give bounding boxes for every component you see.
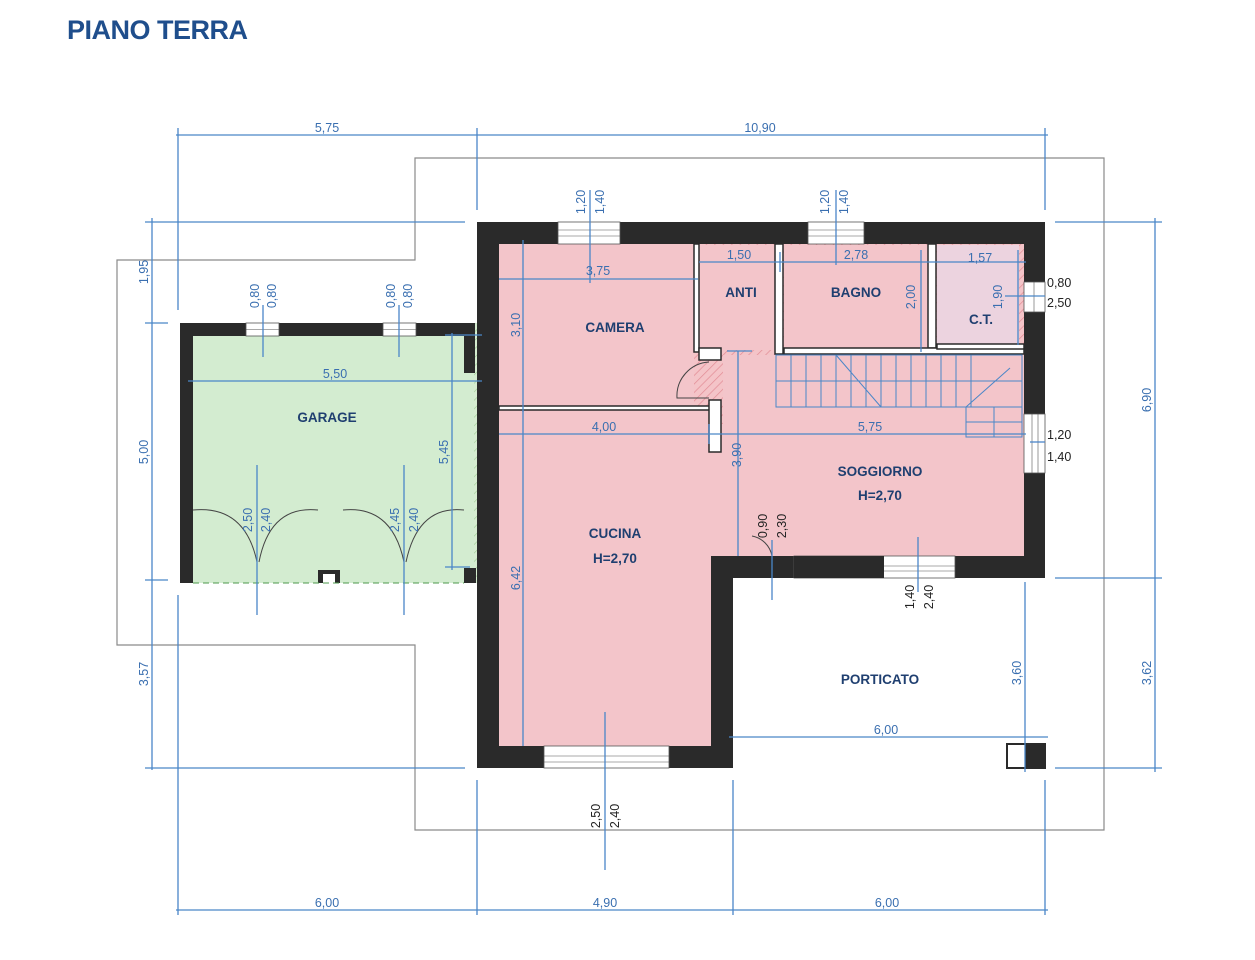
dim-bottom-right: 6,00 xyxy=(875,896,899,910)
dim-anti-width: 1,50 xyxy=(727,248,751,262)
window-soggiorno-east xyxy=(1023,413,1046,474)
dim-porticato-width: 6,00 xyxy=(874,723,898,737)
room-label-soggiorno-height: H=2,70 xyxy=(858,488,902,503)
dim-bottom-mid: 4,90 xyxy=(593,896,617,910)
dim-soggiorno-depth: 3,90 xyxy=(730,443,744,467)
dim-ct-win-a: 0,80 xyxy=(1047,276,1071,290)
dim-garage-door1-b: 2,40 xyxy=(259,508,273,532)
dim-garage-width: 5,50 xyxy=(323,367,347,381)
dimension-labels: 5,75 10,90 6,00 4,90 6,00 1,95 5,00 3,57… xyxy=(137,121,1154,910)
room-label-cucina: CUCINA xyxy=(589,526,642,541)
dimension-lines xyxy=(145,128,1162,915)
dim-cucina-depth: 6,42 xyxy=(509,566,523,590)
dim-door-a: 0,90 xyxy=(756,514,770,538)
dim-garage-win1-b: 0,80 xyxy=(265,284,279,308)
roof-outline xyxy=(116,157,1105,831)
dim-ct-width: 1,57 xyxy=(968,251,992,265)
dim-cucina-south-a: 2,50 xyxy=(589,804,603,828)
dim-porticato-depth: 3,60 xyxy=(1010,661,1024,685)
dim-soggiorno-win-a: 1,20 xyxy=(1047,428,1071,442)
dim-bottom-left: 6,00 xyxy=(315,896,339,910)
dim-bagno-depth: 2,00 xyxy=(904,285,918,309)
dim-door-b: 2,30 xyxy=(775,514,789,538)
room-label-camera: CAMERA xyxy=(585,320,644,335)
dim-bagno-win-b: 1,40 xyxy=(837,190,851,214)
dim-garage-door2-b: 2,40 xyxy=(407,508,421,532)
garage-block xyxy=(180,322,486,584)
dim-camera-depth: 3,10 xyxy=(509,313,523,337)
dim-camera-win-b: 1,40 xyxy=(593,190,607,214)
dim-right-bottom: 3,62 xyxy=(1140,661,1154,685)
dim-camera-win-a: 1,20 xyxy=(574,190,588,214)
dim-garage-win1-a: 0,80 xyxy=(248,284,262,308)
dim-left-mid: 5,00 xyxy=(137,440,151,464)
dim-cucina-width: 4,00 xyxy=(592,420,616,434)
dim-soggiorno-width: 5,75 xyxy=(858,420,882,434)
dim-bagno-width: 2,78 xyxy=(844,248,868,262)
window-camera xyxy=(557,221,621,245)
dim-right-top: 6,90 xyxy=(1140,388,1154,412)
dim-camera-width: 3,75 xyxy=(586,264,610,278)
dim-soggiorno-south-a: 1,40 xyxy=(903,585,917,609)
door-cucina xyxy=(676,361,710,399)
dim-garage-door2-a: 2,45 xyxy=(388,508,402,532)
dim-garage-depth: 5,45 xyxy=(437,440,451,464)
dim-soggiorno-win-b: 1,40 xyxy=(1047,450,1071,464)
dim-top-right: 10,90 xyxy=(744,121,775,135)
dim-bagno-win-a: 1,20 xyxy=(818,190,832,214)
dim-soggiorno-south-b: 2,40 xyxy=(922,585,936,609)
dim-garage-door1-a: 2,50 xyxy=(241,508,255,532)
room-label-ct: C.T. xyxy=(969,312,993,327)
dim-left-bottom: 3,57 xyxy=(137,662,151,686)
room-labels: GARAGE CAMERA ANTI BAGNO C.T. CUCINA H=2… xyxy=(297,285,993,687)
dim-top-left: 5,75 xyxy=(315,121,339,135)
page-title: PIANO TERRA xyxy=(67,15,248,45)
room-label-soggiorno: SOGGIORNO xyxy=(838,464,923,479)
window-ct xyxy=(1023,281,1046,313)
window-soggiorno-south xyxy=(793,555,956,579)
dim-ct-depth: 1,90 xyxy=(991,285,1005,309)
room-label-bagno: BAGNO xyxy=(831,285,881,300)
room-label-garage: GARAGE xyxy=(297,410,356,425)
dim-cucina-south-b: 2,40 xyxy=(608,804,622,828)
window-cucina xyxy=(543,745,670,769)
house-block xyxy=(477,221,1046,769)
stairs xyxy=(775,354,1023,438)
dim-garage-win2-a: 0,80 xyxy=(384,284,398,308)
room-label-porticato: PORTICATO xyxy=(841,672,919,687)
dim-ct-win-b: 2,50 xyxy=(1047,296,1071,310)
dim-left-top: 1,95 xyxy=(137,260,151,284)
dim-garage-win2-b: 0,80 xyxy=(401,284,415,308)
room-label-cucina-height: H=2,70 xyxy=(593,551,637,566)
room-label-anti: ANTI xyxy=(725,285,757,300)
